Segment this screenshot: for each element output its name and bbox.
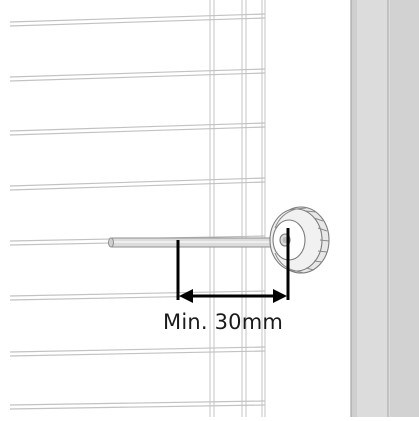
blind-slats [9,13,266,410]
window-frame [209,0,266,417]
rod [108,237,283,248]
adjusting-knob [269,206,330,274]
dimension-indicator [176,228,290,300]
wall-profile [350,0,419,417]
dimension-arrowheads [179,289,287,303]
dimension-label: Min. 30mm [163,310,284,334]
